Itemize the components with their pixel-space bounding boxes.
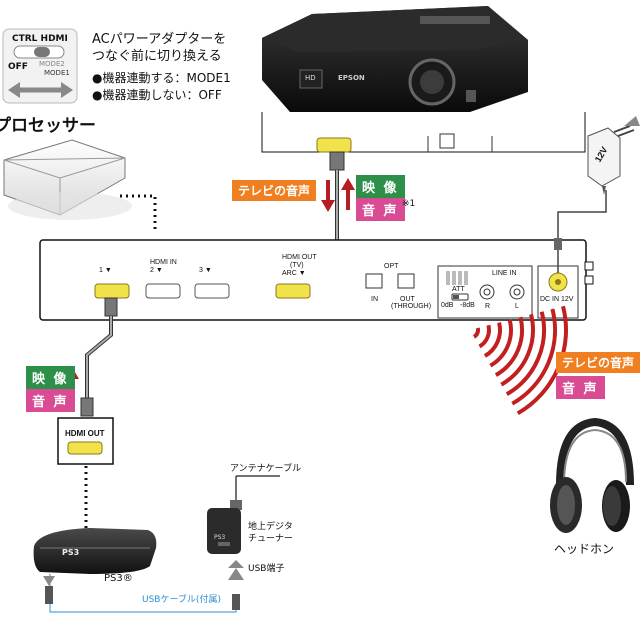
hdmi-in-port-1 xyxy=(94,283,130,299)
tv-video-tag: 映 像 xyxy=(356,175,405,198)
usb-port-label: USB端子 xyxy=(248,564,285,574)
ps3-hdmi-out-label: HDMI OUT xyxy=(65,429,105,438)
arc-label: ARC ▼ xyxy=(282,270,306,277)
projector-bracket xyxy=(261,112,586,153)
hdmi-in-port-2 xyxy=(145,283,181,299)
projector-hd-badge: HD xyxy=(305,74,316,82)
switch-off-label: OFF xyxy=(8,62,28,72)
line-r-label: R xyxy=(485,303,491,310)
wave-arc xyxy=(472,327,481,339)
headphone-audio-tag: 音 声 xyxy=(556,376,605,399)
antenna-cable-label: アンテナケーブル xyxy=(230,464,302,474)
wave-arc xyxy=(511,308,558,406)
wave-arc xyxy=(489,319,513,368)
processor-illustration xyxy=(3,139,132,220)
hdmi-out-tv-label: (TV) xyxy=(290,262,304,269)
switch-mode1-label: MODE1 xyxy=(44,69,70,77)
hdmi-out-label: HDMI OUT xyxy=(282,254,317,261)
projector-illustration xyxy=(262,6,528,112)
ps3-console xyxy=(33,528,157,574)
usb-plugs xyxy=(43,568,244,610)
instruction-bullet-2: ●機器連動しない：OFF xyxy=(92,88,222,102)
tv-audio-tag-2: 音 声 xyxy=(356,198,405,221)
port-2-label: 2 ▼ xyxy=(150,267,163,274)
port-1-label: 1 ▼ xyxy=(99,267,112,274)
line-in-label: LINE IN xyxy=(492,270,517,277)
att-0db-label: 0dB xyxy=(441,302,454,309)
opt-in-label: IN xyxy=(371,296,378,303)
footnote-mark: ※1 xyxy=(402,199,416,209)
headphone-label: ヘッドホン xyxy=(554,542,615,556)
hdmi-cable-ps3 xyxy=(80,297,118,417)
switch-mode2-label: MODE2 xyxy=(39,60,65,68)
tuner-logo: PS3 xyxy=(214,534,226,541)
ps3-logo: PS3 xyxy=(62,548,80,557)
usb-cable-path xyxy=(49,574,237,613)
hdmi-in-label: HDMI IN xyxy=(150,259,177,266)
ps3-hdmi-out-box xyxy=(57,417,114,465)
headphone-illustration xyxy=(550,417,634,533)
ps3-audio-tag: 音 声 xyxy=(26,389,75,412)
opt-label: OPT xyxy=(384,263,399,270)
tv-signal-arrows xyxy=(321,178,355,212)
processor-label: プロセッサー xyxy=(0,116,96,136)
instruction-line-2: つなぐ前に切り換える xyxy=(92,49,222,64)
hdmi-in-port-3 xyxy=(194,283,230,299)
line-l-label: L xyxy=(515,303,519,310)
digital-tuner xyxy=(207,475,280,554)
usb-cable-label: USBケーブル(付属) xyxy=(142,595,221,605)
projector-hdmi-port xyxy=(316,137,352,153)
projector-brand-logo: EPSON xyxy=(338,74,365,82)
wave-arc xyxy=(494,316,524,377)
tuner-label-line-1: 地上デジタ xyxy=(248,522,293,532)
wireless-waves xyxy=(472,305,569,416)
tuner-label-line-2: チューナー xyxy=(248,534,294,544)
port-3-label: 3 ▼ xyxy=(199,267,212,274)
wave-arc xyxy=(500,313,535,387)
att-switch xyxy=(446,271,469,301)
tv-audio-tag: テレビの音声 xyxy=(232,180,317,201)
wave-arc xyxy=(483,322,502,358)
att-label: ATT xyxy=(452,286,465,293)
ps3-video-tag: 映 像 xyxy=(26,366,75,389)
opt-out-port xyxy=(397,273,415,289)
opt-through-label: (THROUGH) xyxy=(391,303,432,310)
opt-out-label: OUT xyxy=(400,296,415,303)
dc-in-label: DC IN 12V xyxy=(540,296,574,303)
ctrl-hdmi-title: CTRL HDMI xyxy=(12,34,68,44)
ps3-label: PS3® xyxy=(104,573,133,584)
hdmi-out-arc-port xyxy=(275,283,311,299)
ac-adapter xyxy=(554,116,640,273)
att-8db-label: -8dB xyxy=(460,302,475,309)
opt-in-port xyxy=(365,273,383,289)
wave-arc xyxy=(478,324,491,349)
instruction-line-1: ACパワーアダプターを xyxy=(92,32,227,47)
headphone-tv-audio-tag: テレビの音声 xyxy=(556,352,641,373)
wave-arc xyxy=(505,311,546,396)
projector-port-outline xyxy=(439,133,455,149)
instruction-bullet-1: ●機器連動する：MODE1 xyxy=(92,71,231,85)
ctrl-hdmi-switch-panel xyxy=(2,28,78,104)
